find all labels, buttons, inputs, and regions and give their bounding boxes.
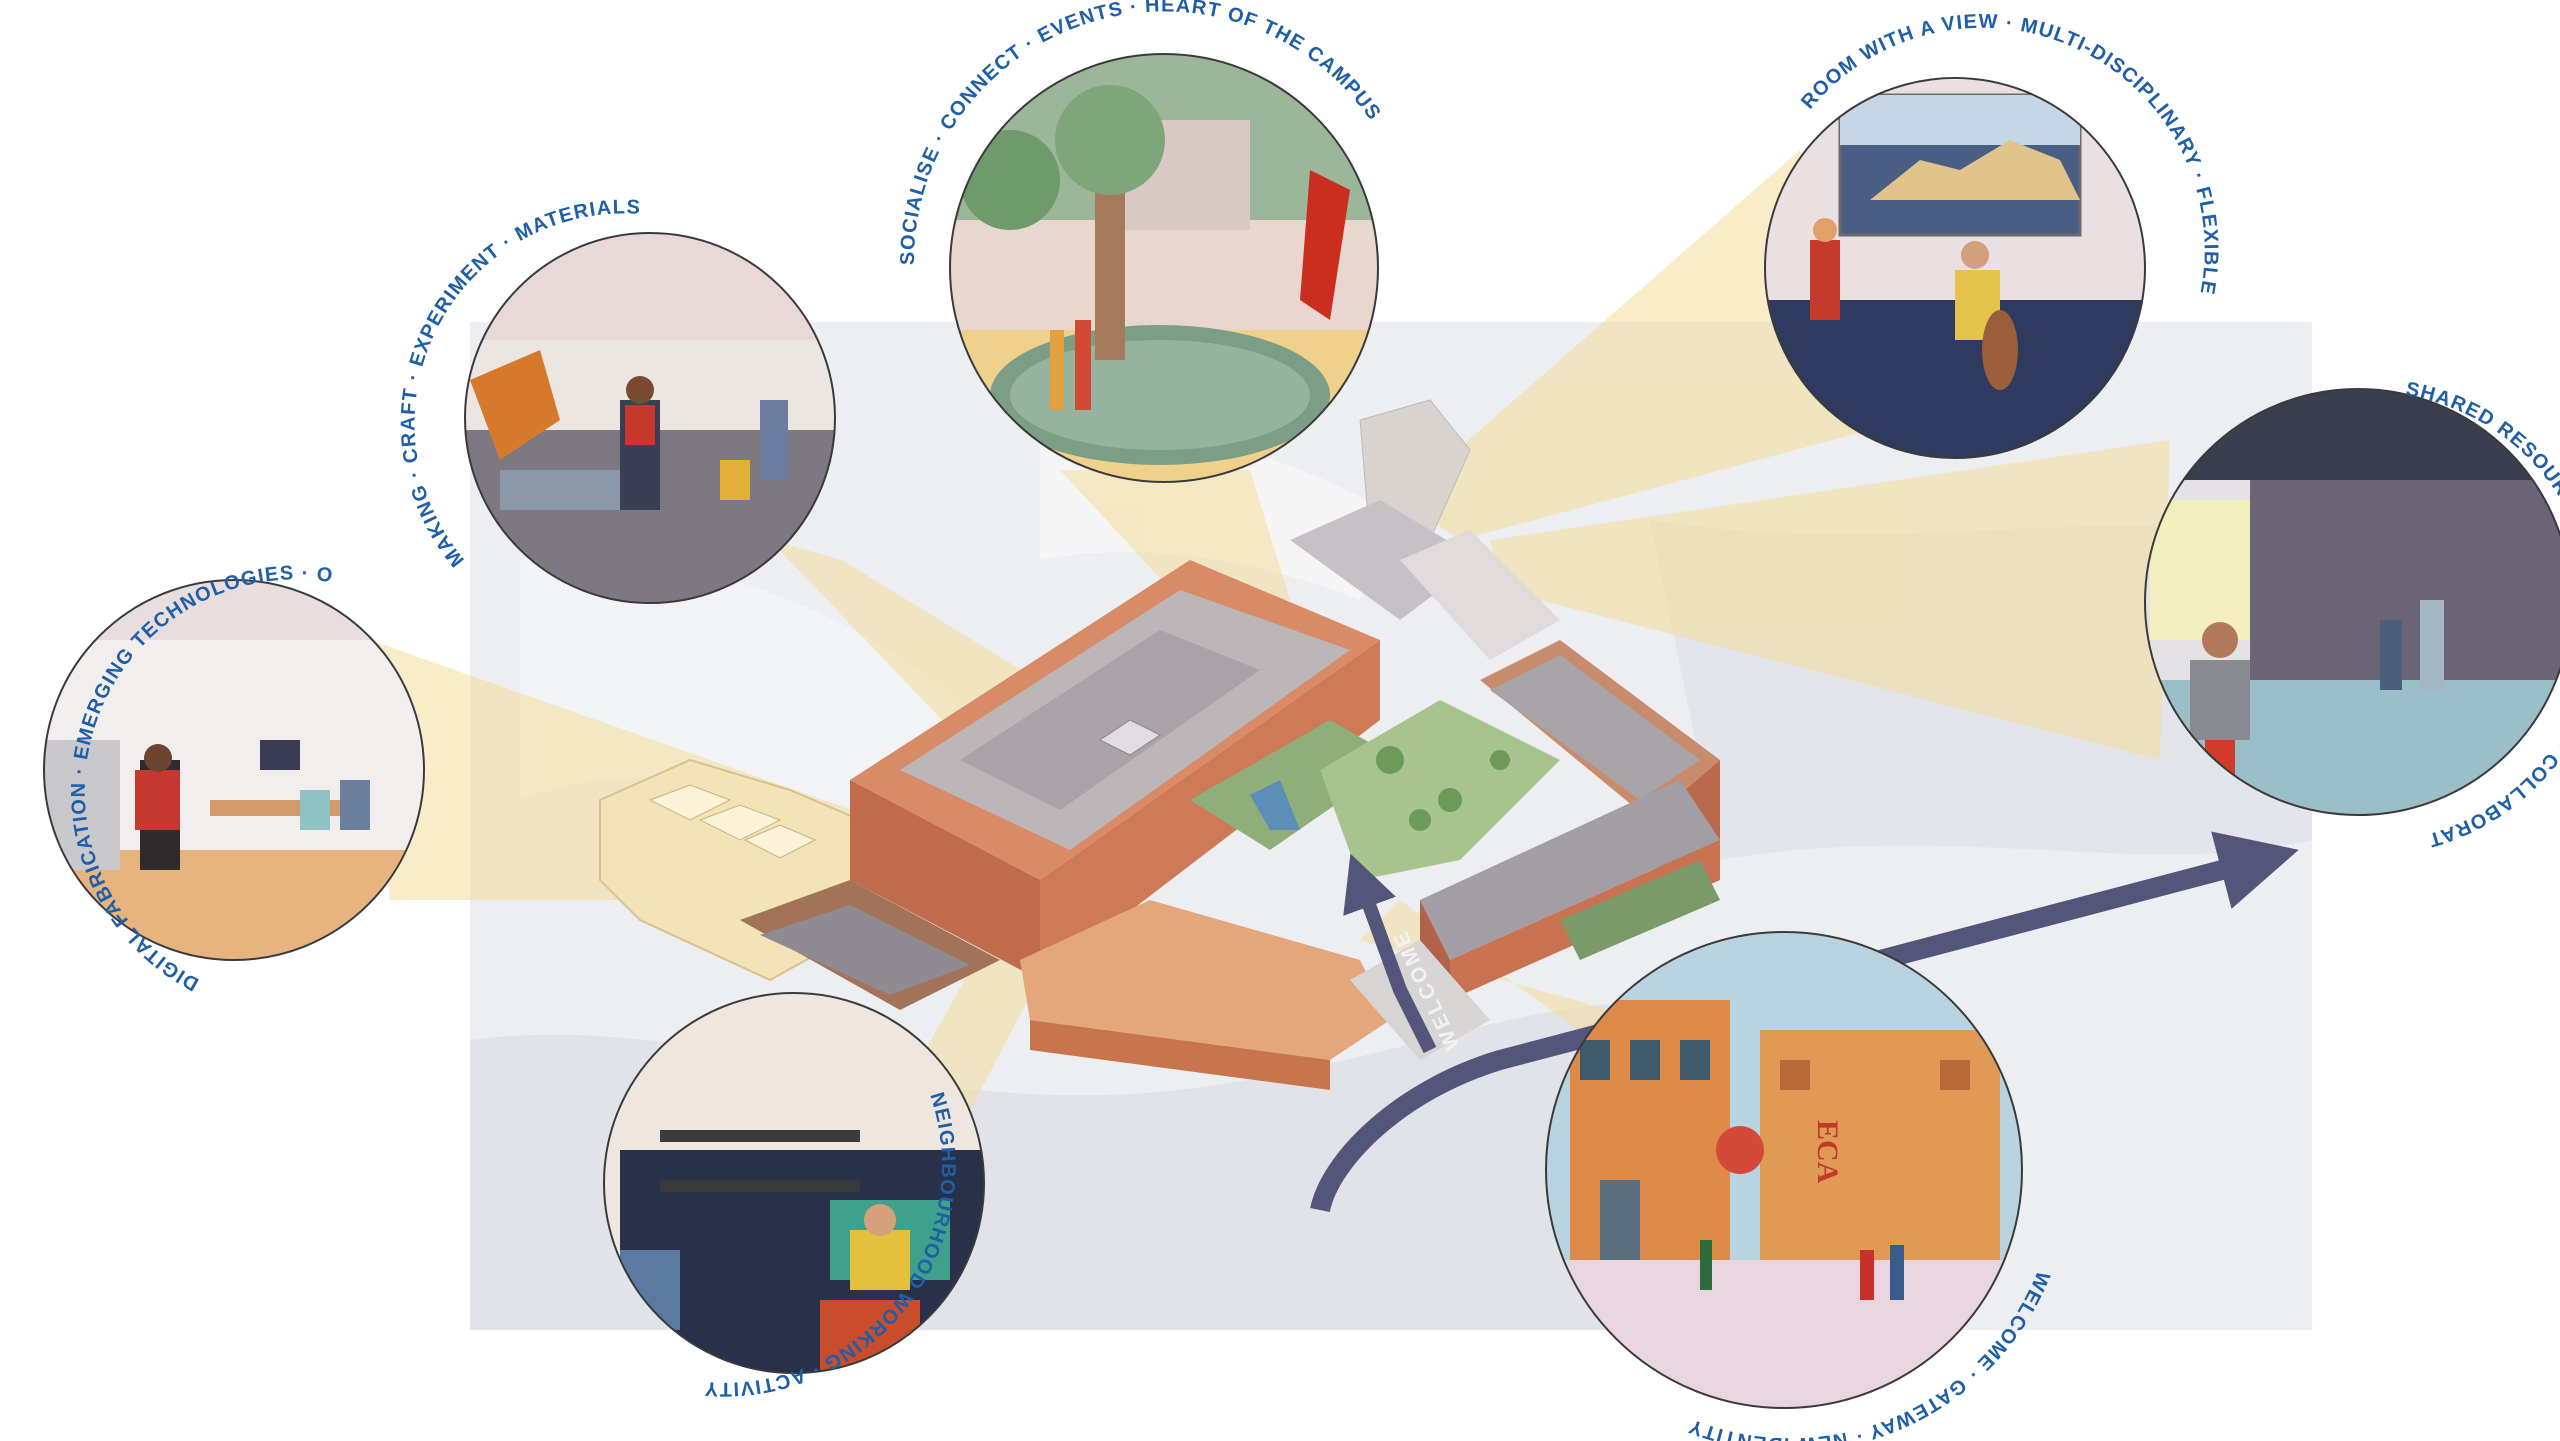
east-west-route-arrow (1310, 831, 2299, 1213)
eca-sign: ECA (1811, 1120, 1844, 1184)
vignette-making: MAKING · CRAFT · EXPERIMENT · MATERIALS (398, 196, 836, 604)
vignette-digital: DIGITAL FABRICATION · EMERGING TECHNOLOG… (0, 0, 425, 995)
welcome-route-arrow (1343, 853, 1437, 1054)
campus-model (599, 399, 1720, 1090)
